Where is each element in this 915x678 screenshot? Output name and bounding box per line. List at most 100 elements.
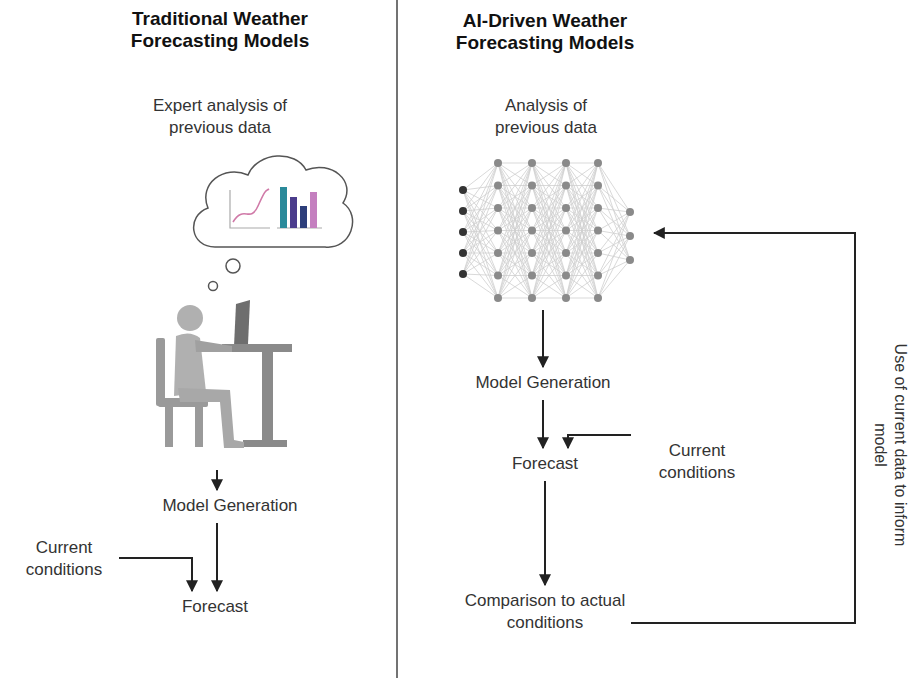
network-neuron	[459, 270, 467, 278]
network-link	[566, 163, 598, 298]
network-link	[498, 163, 532, 298]
network-link	[532, 298, 566, 299]
step-text: Current conditions	[636, 440, 758, 484]
network-link	[498, 163, 532, 253]
line-chart-curve	[233, 189, 269, 222]
network-link	[598, 212, 630, 253]
flow-arrow	[568, 435, 631, 448]
network-link	[532, 163, 566, 253]
network-link	[532, 163, 566, 298]
network-neuron	[528, 272, 536, 280]
thought-bubble	[209, 282, 218, 291]
network-link	[498, 208, 532, 298]
network-neuron	[562, 204, 570, 212]
neural-network	[459, 159, 634, 302]
network-link	[532, 253, 566, 298]
chart-bar	[310, 192, 317, 228]
network-link	[566, 298, 598, 299]
network-neuron	[528, 227, 536, 235]
network-link	[532, 163, 566, 253]
flow-arrow	[542, 400, 544, 448]
network-link	[498, 163, 532, 253]
network-link	[532, 163, 566, 276]
chart-axes	[230, 190, 270, 228]
column-heading: Traditional Weather Forecasting Models	[95, 8, 345, 52]
step-text: Expert analysis of previous data	[130, 95, 310, 139]
network-link	[566, 163, 598, 253]
process-step: Model Generation	[145, 495, 315, 518]
chair-leg	[165, 407, 173, 447]
network-neuron	[626, 256, 634, 264]
chart-bar	[300, 206, 307, 228]
network-link	[532, 163, 566, 276]
person-head	[177, 305, 203, 331]
monitor	[234, 300, 250, 346]
thought-cloud	[194, 156, 353, 247]
network-neuron	[494, 227, 502, 235]
network-link	[598, 163, 630, 212]
flow-arrow	[544, 481, 546, 585]
network-neuron	[562, 182, 570, 190]
network-link	[463, 231, 498, 275]
person-at-desk	[156, 300, 292, 448]
step-text: Analysis of previous data	[481, 95, 611, 139]
network-link	[566, 163, 598, 298]
process-step: Comparison to actual conditions	[464, 590, 626, 635]
process-step: Model Generation	[458, 372, 628, 395]
network-neuron	[594, 227, 602, 235]
network-neuron	[626, 232, 634, 240]
network-neuron	[494, 272, 502, 280]
step-text: Comparison to actual conditions	[464, 590, 626, 634]
network-neuron	[594, 204, 602, 212]
network-link	[498, 163, 532, 164]
network-link	[463, 253, 498, 274]
desk-leg	[262, 352, 273, 442]
illustrated-step: Expert analysis of previous data	[120, 95, 320, 465]
network-neuron	[494, 204, 502, 212]
network-link	[498, 186, 532, 299]
desk-top	[222, 344, 292, 352]
network-link	[463, 208, 498, 274]
network-neuron	[562, 227, 570, 235]
network-link	[598, 208, 630, 212]
network-neuron	[594, 159, 602, 167]
step-text: Forecast	[495, 453, 595, 475]
network-link	[463, 163, 498, 274]
edge-label: Use of current data to inform model	[870, 320, 910, 570]
network-link	[566, 276, 598, 299]
network-neuron	[528, 159, 536, 167]
network-neuron	[459, 186, 467, 194]
network-link	[566, 163, 598, 276]
thought-bubble	[226, 259, 240, 273]
network-neuron	[494, 249, 502, 257]
network-neuron	[459, 207, 467, 215]
network-link	[532, 208, 566, 298]
network-link	[463, 274, 498, 276]
network-link	[598, 212, 630, 298]
process-step: Current conditions	[14, 537, 114, 582]
network-link	[463, 163, 498, 232]
process-step: Current conditions	[636, 440, 758, 485]
network-neuron	[562, 294, 570, 302]
network-link	[463, 190, 498, 276]
network-neuron	[494, 294, 502, 302]
chart-bar	[280, 187, 287, 228]
network-link	[498, 276, 532, 299]
flow-arrow	[542, 310, 544, 367]
network-neuron	[626, 208, 634, 216]
flow-arrow	[631, 233, 855, 623]
network-neuron	[459, 228, 467, 236]
chart-bar	[290, 197, 297, 228]
network-link	[566, 208, 598, 298]
network-link	[532, 186, 566, 299]
network-neuron	[494, 159, 502, 167]
network-link	[566, 163, 598, 276]
network-link	[498, 163, 532, 276]
flow-arrow	[216, 470, 218, 490]
network-link	[566, 163, 598, 253]
network-link	[532, 163, 566, 164]
network-link	[532, 276, 566, 299]
chair-back	[156, 338, 165, 406]
